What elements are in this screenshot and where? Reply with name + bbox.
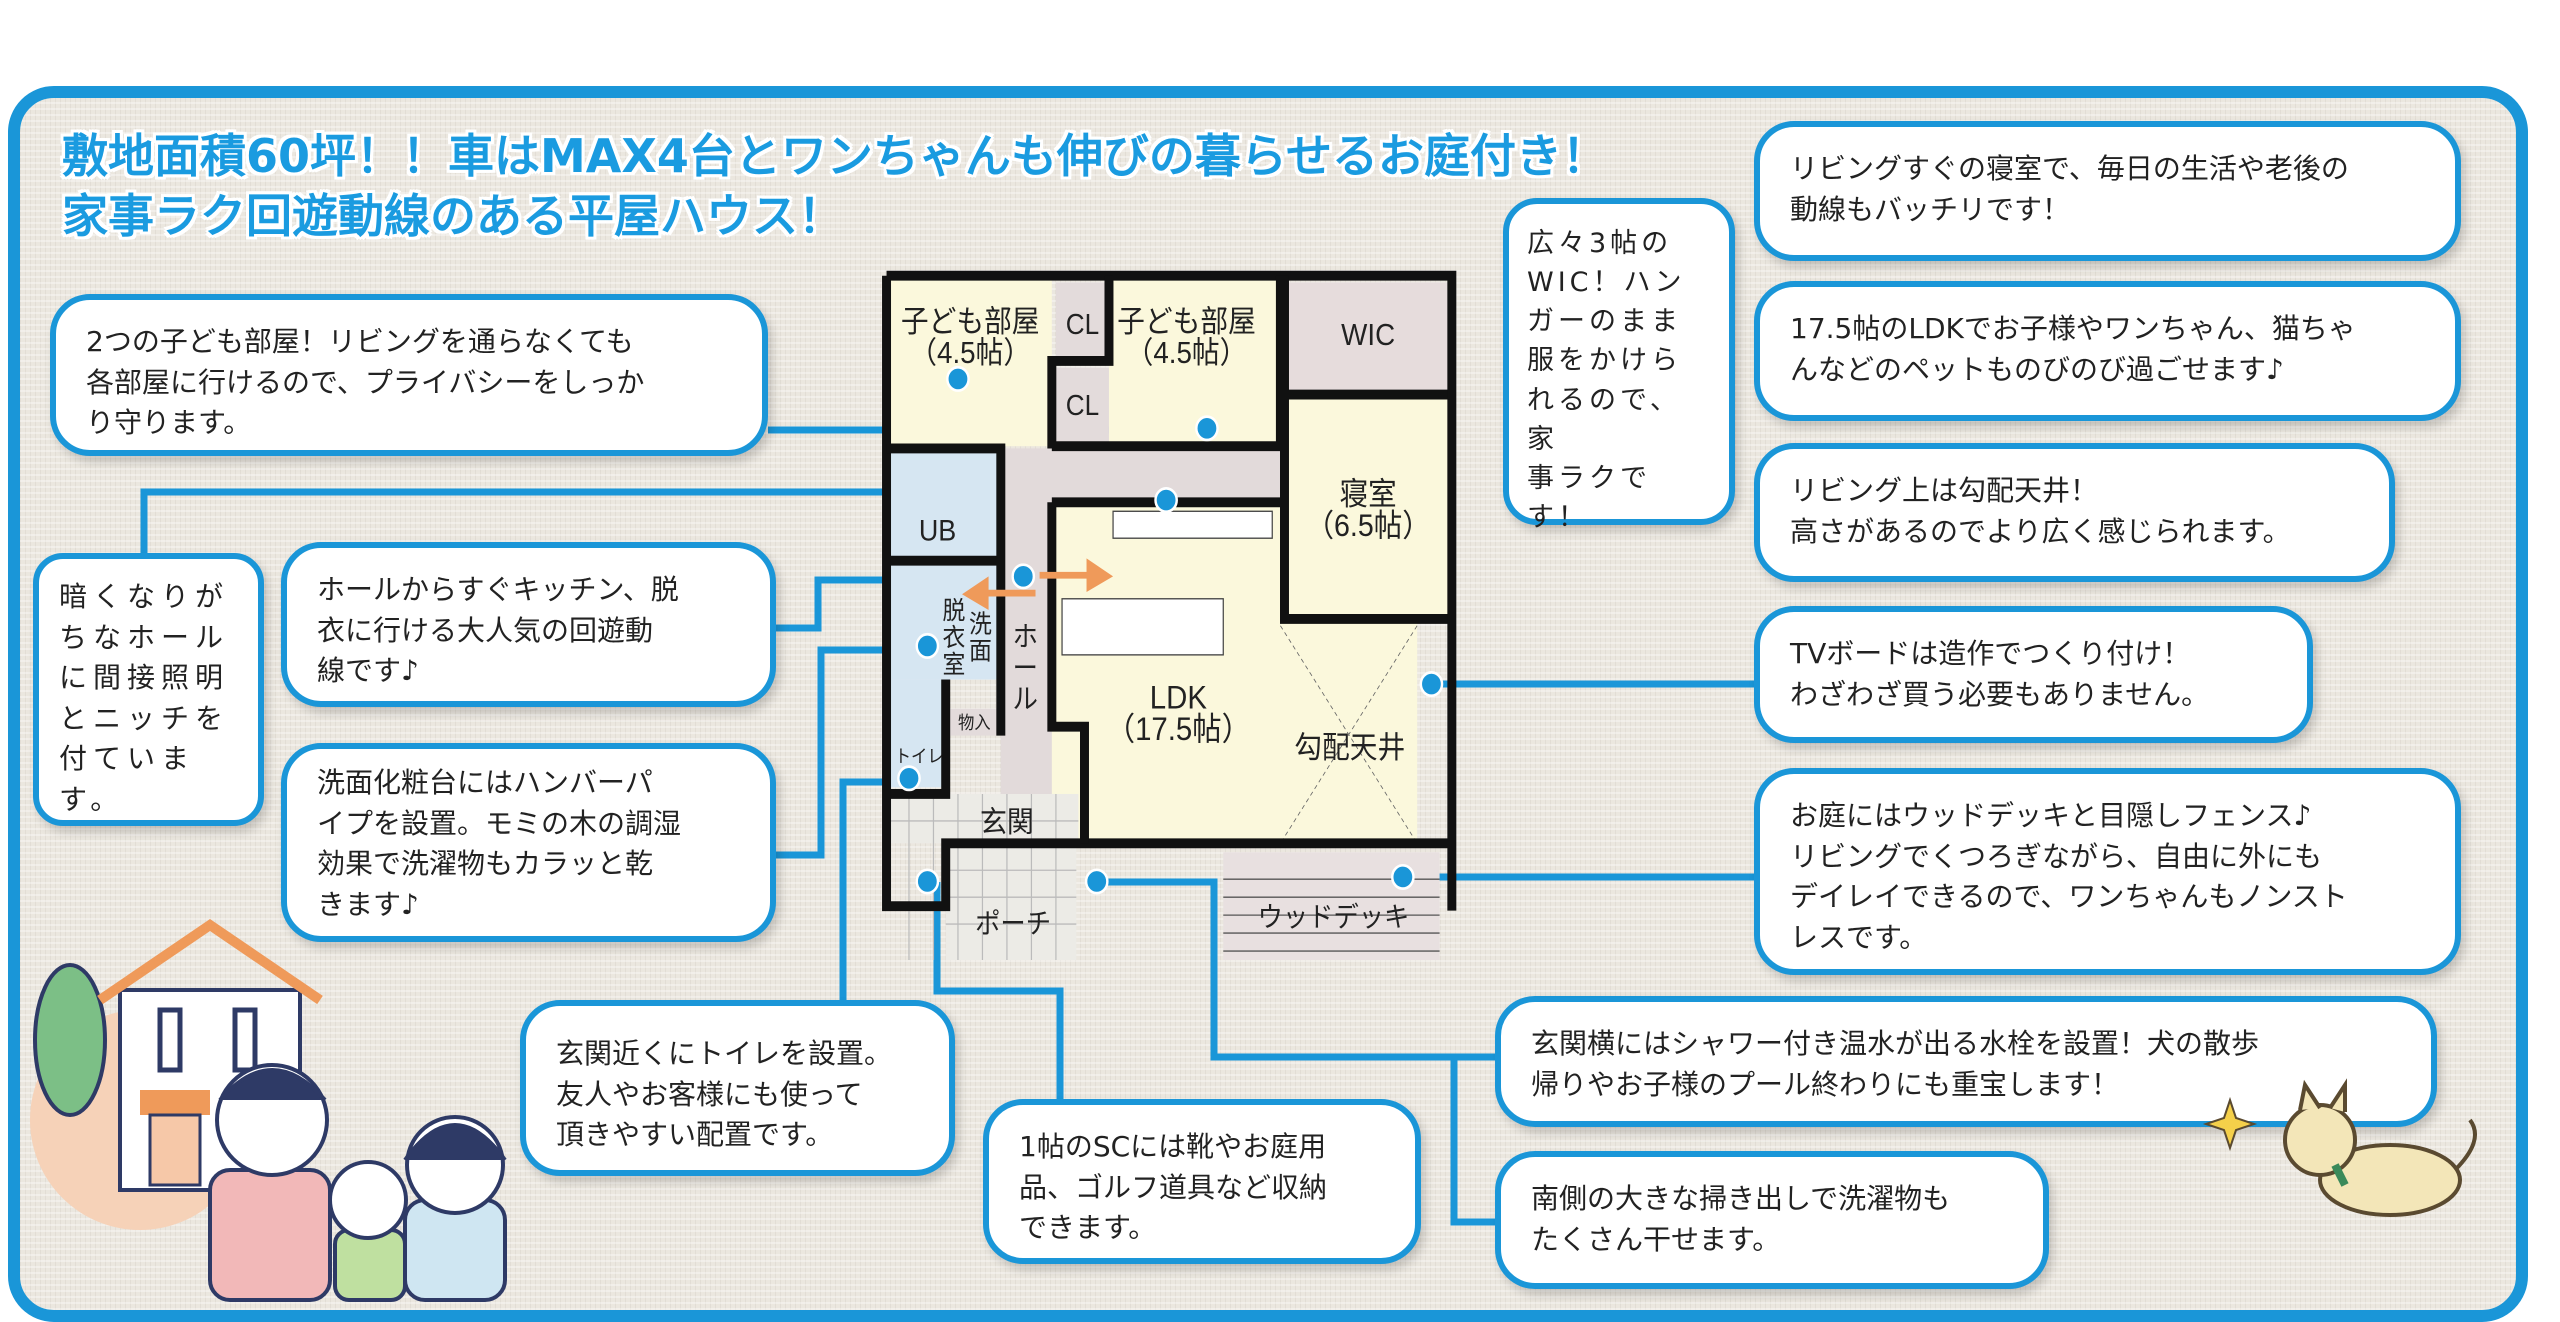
- callout-dots: [897, 365, 1444, 895]
- connector-vanity: [776, 646, 927, 859]
- label-kids1: 子ども部屋: [901, 305, 1040, 340]
- room-storage: [947, 708, 1001, 736]
- arrow-left-icon: [962, 576, 1036, 610]
- label-toilet: トイレ: [895, 746, 944, 767]
- label-cl1: CL: [1066, 308, 1099, 340]
- callout-faucet: 玄関横にはシャワー付き温水が出る水栓を設置！犬の散歩 帰りやお子様のプール終わり…: [1495, 996, 2437, 1127]
- floor-plan: 子ども部屋 （4.5帖） CL CL 子ども部屋 （4.5帖） WIC 寝室 （…: [882, 270, 1457, 960]
- ceiling-x: [1280, 625, 1418, 844]
- label-ceiling: 勾配天井: [1294, 731, 1405, 766]
- label-ldk: LDK: [1150, 679, 1208, 716]
- callout-kids: 2つの子ども部屋！リビングを通らなくても 各部屋に行けるので、プライバシーをしっ…: [50, 294, 768, 456]
- arrow-right-icon: [1039, 558, 1114, 593]
- connector-sc: [933, 882, 1064, 1099]
- headline-line1: 敷地面積60坪！！車はMAX4台とワンちゃんも伸びの暮らせるお庭付き！: [62, 129, 1608, 183]
- back-counter: [1112, 510, 1273, 539]
- room-porch: [945, 843, 1077, 960]
- label-wash2: 衣: [942, 624, 965, 652]
- callout-sc: 1帖のSCには靴やお庭用 品、ゴルフ道具など収納 できます。: [983, 1099, 1421, 1264]
- callout-toilet: 玄関近くにトイレを設置。 友人やお客様にも使って 頂きやすい配置です。: [520, 1000, 955, 1176]
- label-wash1: 脱: [942, 597, 965, 625]
- label-cl2: CL: [1066, 389, 1099, 421]
- label-bedroom-size: （6.5帖）: [1305, 509, 1430, 544]
- label-storage: 物入: [958, 712, 991, 733]
- label-wic: WIC: [1341, 319, 1395, 352]
- callout-vanity: 洗面化粧台にはハンバーパ イプを設置。モミの木の調湿 効果で洗濯物もカラッと乾 …: [281, 743, 776, 942]
- callout-hall: ホールからすぐキッチン、脱 衣に行ける大人気の回遊動 線です♪: [281, 542, 776, 707]
- label-hall1: ホ: [1013, 621, 1038, 652]
- kitchen-counter: [1061, 598, 1224, 656]
- label-hall2: ー: [1013, 652, 1038, 683]
- headline-line2: 家事ラク回遊動線のある平屋ハウス！: [62, 189, 844, 243]
- callout-niche: 暗くなりが ちなホール に間接照明 とニッチを 付ています。: [33, 553, 264, 826]
- deck-lines: [1223, 878, 1440, 952]
- room-cl1: [1055, 282, 1109, 361]
- label-wash3: 室: [942, 651, 965, 679]
- room-kids1: [886, 275, 1052, 447]
- callout-tv: TVボードは造作でつくり付け！ わざわざ買う必要もありません。: [1754, 606, 2313, 743]
- label-porch: ポーチ: [975, 908, 1051, 939]
- callout-ceiling: リビング上は勾配天井！ 高さがあるのでより広く感じられます。: [1754, 443, 2395, 582]
- label-kids2-size: （4.5帖）: [1126, 336, 1248, 371]
- callout-window: 南側の大きな掃き出しで洗濯物も たくさん干せます。: [1495, 1151, 2049, 1289]
- flow-arrows: [962, 558, 1114, 610]
- label-wash5: 面: [969, 637, 992, 665]
- callout-bedroom: リビングすぐの寝室で、毎日の生活や老後の 動線もバッチリです！: [1754, 121, 2461, 261]
- room-toilet: [890, 679, 946, 788]
- connector-faucet: [1097, 878, 1495, 1061]
- label-ub: UB: [919, 513, 956, 546]
- label-hall3: ル: [1013, 684, 1038, 715]
- label-ldk-size: （17.5帖）: [1106, 711, 1251, 748]
- room-ub: [890, 452, 1001, 561]
- room-ldk: [1051, 502, 1418, 844]
- callout-garden: お庭にはウッドデッキと目隠しフェンス♪ リビングでくつろぎながら、自由に外にも …: [1754, 768, 2461, 975]
- room-kids2: [1108, 275, 1281, 447]
- label-kids2: 子ども部屋: [1117, 305, 1256, 340]
- room-entrance: [890, 793, 1079, 844]
- label-bedroom: 寝室: [1340, 477, 1397, 512]
- callout-wic: 広々3帖の WIC！ハン ガーのまま 服をかけら れるので、家 事ラクです！: [1503, 198, 1735, 533]
- label-kids1-size: （4.5帖）: [909, 336, 1031, 371]
- label-deck: ウッドデッキ: [1258, 901, 1410, 932]
- label-wash4: 洗: [969, 610, 992, 638]
- callout-ldk: 17.5帖のLDKでお子様やワンちゃん、猫ちゃ んなどのペットものびのび過ごせま…: [1754, 281, 2461, 421]
- room-cl2: [1055, 367, 1109, 444]
- connector-window: [1450, 1057, 1495, 1226]
- label-entrance: 玄関: [980, 805, 1034, 838]
- room-wic: [1286, 282, 1448, 395]
